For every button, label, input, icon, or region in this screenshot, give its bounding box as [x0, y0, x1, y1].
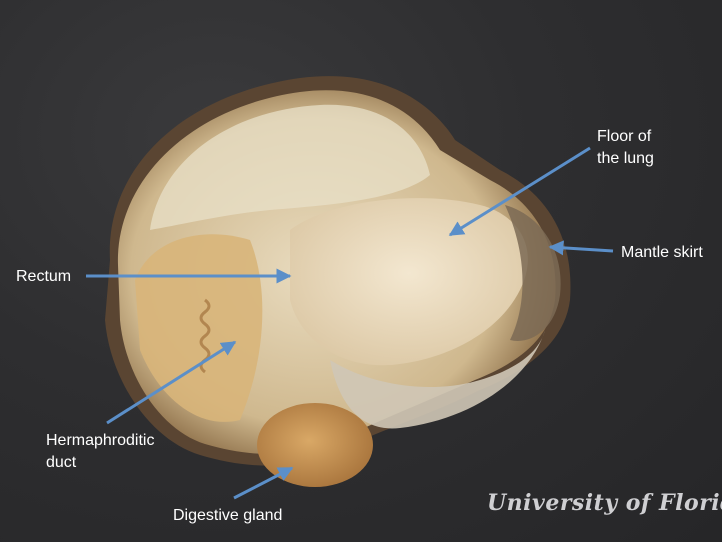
foot-tissue — [330, 330, 545, 429]
university-watermark: University of Florida — [487, 490, 722, 516]
label-hermaphroditic-duct: Hermaphroditic duct — [46, 430, 154, 474]
lung-membrane — [150, 104, 430, 230]
mantle-skirt-fold — [505, 205, 561, 341]
label-floor-of-lung: Floor of the lung — [597, 126, 654, 170]
lung-floor-tissue — [290, 198, 528, 366]
label-floor-line-1: Floor of — [597, 128, 652, 145]
label-mantle-skirt: Mantle skirt — [621, 244, 703, 261]
label-herm-line-2: duct — [46, 454, 77, 471]
label-herm-line-1: Hermaphroditic — [46, 432, 155, 449]
label-floor-line-2: the lung — [597, 150, 654, 167]
digestive-gland-tissue — [257, 403, 373, 487]
label-digestive-gland: Digestive gland — [173, 507, 283, 524]
label-rectum: Rectum — [16, 268, 72, 285]
